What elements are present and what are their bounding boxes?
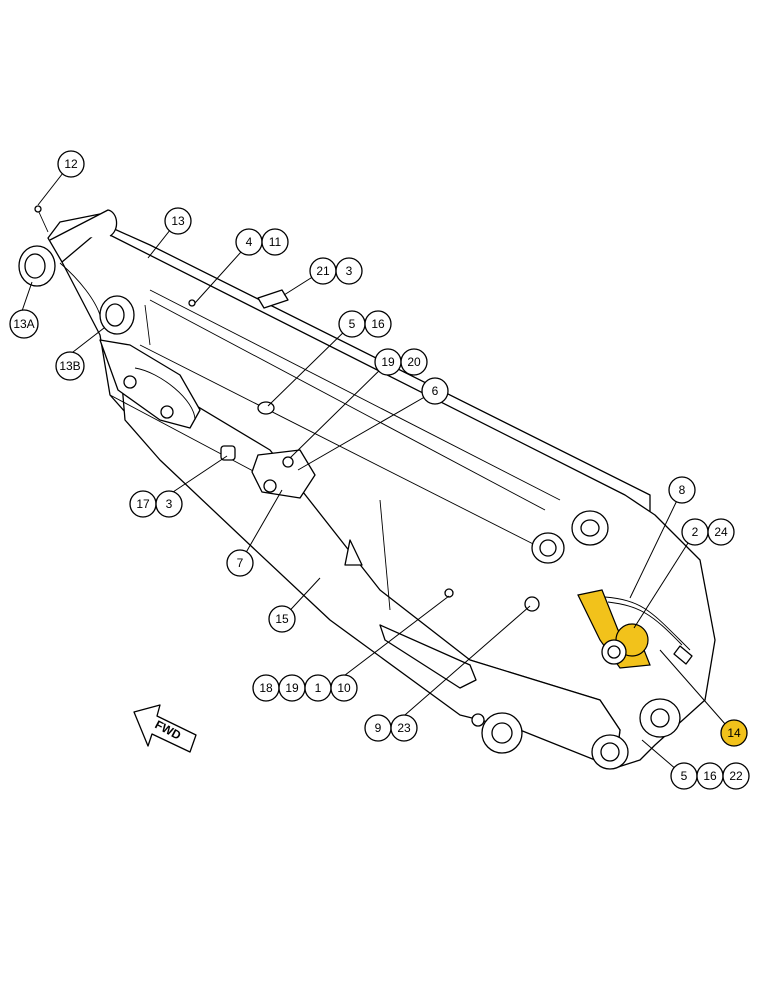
callout-8: 8 bbox=[668, 476, 696, 504]
callout-2: 2 bbox=[681, 518, 709, 546]
callout-14: 14 bbox=[720, 719, 748, 747]
callout-bubbles: 12 13 4 11 21 3 13A 5 16 13B 19 20 6 17 … bbox=[9, 150, 750, 790]
callout-22: 22 bbox=[722, 762, 750, 790]
svg-text:1: 1 bbox=[315, 681, 322, 695]
svg-text:23: 23 bbox=[397, 721, 411, 735]
callout-15: 15 bbox=[268, 605, 296, 633]
svg-text:20: 20 bbox=[407, 355, 421, 369]
callout-16b: 16 bbox=[696, 762, 724, 790]
callout-11: 11 bbox=[261, 228, 289, 256]
callout-18: 18 bbox=[252, 674, 280, 702]
svg-text:5: 5 bbox=[349, 317, 356, 331]
svg-text:22: 22 bbox=[729, 769, 743, 783]
svg-text:16: 16 bbox=[371, 317, 385, 331]
callout-4: 4 bbox=[235, 228, 263, 256]
callout-1: 1 bbox=[304, 674, 332, 702]
svg-text:4: 4 bbox=[246, 235, 253, 249]
svg-text:24: 24 bbox=[714, 525, 728, 539]
svg-text:3: 3 bbox=[346, 264, 353, 278]
callout-24: 24 bbox=[707, 518, 735, 546]
svg-text:19: 19 bbox=[285, 681, 299, 695]
callout-12: 12 bbox=[57, 150, 85, 178]
svg-text:13A: 13A bbox=[13, 317, 34, 331]
svg-text:16: 16 bbox=[703, 769, 717, 783]
svg-text:10: 10 bbox=[337, 681, 351, 695]
svg-text:13B: 13B bbox=[59, 359, 80, 373]
svg-text:19: 19 bbox=[381, 355, 395, 369]
svg-text:8: 8 bbox=[679, 483, 686, 497]
svg-text:12: 12 bbox=[64, 157, 78, 171]
fwd-direction-arrow: FWD bbox=[133, 704, 197, 753]
svg-text:17: 17 bbox=[136, 497, 150, 511]
svg-text:2: 2 bbox=[692, 525, 699, 539]
svg-text:18: 18 bbox=[259, 681, 273, 695]
callout-3a: 3 bbox=[335, 257, 363, 285]
callout-23: 23 bbox=[390, 714, 418, 742]
callout-19b: 19 bbox=[278, 674, 306, 702]
svg-text:13: 13 bbox=[171, 214, 185, 228]
callout-17: 17 bbox=[129, 490, 157, 518]
svg-text:5: 5 bbox=[681, 769, 688, 783]
callout-5a: 5 bbox=[338, 310, 366, 338]
callout-21: 21 bbox=[309, 257, 337, 285]
svg-text:6: 6 bbox=[432, 384, 439, 398]
svg-text:9: 9 bbox=[375, 721, 382, 735]
callout-13A: 13A bbox=[9, 309, 39, 339]
callout-16a: 16 bbox=[364, 310, 392, 338]
callout-9: 9 bbox=[364, 714, 392, 742]
callout-13: 13 bbox=[164, 207, 192, 235]
callout-6: 6 bbox=[421, 377, 449, 405]
svg-text:3: 3 bbox=[166, 497, 173, 511]
callout-3b: 3 bbox=[155, 490, 183, 518]
svg-text:14: 14 bbox=[727, 726, 741, 740]
callout-10: 10 bbox=[330, 674, 358, 702]
callout-19a: 19 bbox=[374, 348, 402, 376]
boom-assembly bbox=[18, 205, 716, 770]
svg-text:11: 11 bbox=[269, 235, 282, 249]
callout-13B: 13B bbox=[55, 351, 85, 381]
callout-5b: 5 bbox=[670, 762, 698, 790]
svg-text:7: 7 bbox=[237, 556, 244, 570]
callout-20: 20 bbox=[400, 348, 428, 376]
svg-text:21: 21 bbox=[316, 264, 330, 278]
svg-text:15: 15 bbox=[275, 612, 289, 626]
callout-7: 7 bbox=[226, 549, 254, 577]
